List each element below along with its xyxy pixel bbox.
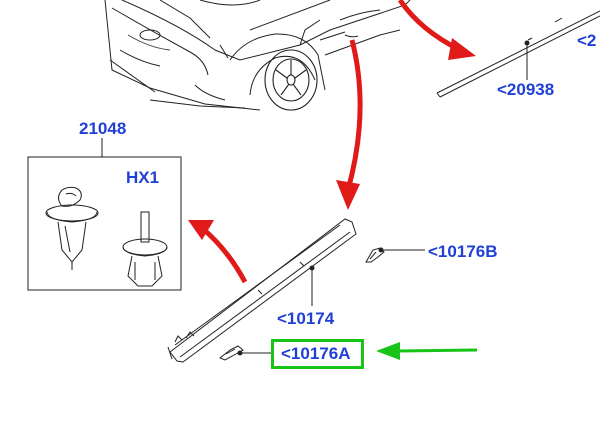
flow-arrow-head-moulding	[448, 38, 476, 60]
label-21048[interactable]: 21048	[79, 119, 127, 138]
label-10174[interactable]: <10174	[277, 309, 335, 328]
sill-panel	[167, 218, 357, 363]
flow-arrow-to-detail	[200, 226, 248, 284]
label-10176b[interactable]: <10176B	[428, 242, 498, 261]
flow-arrow-head-sill	[336, 180, 360, 210]
clip-10176a	[219, 345, 244, 361]
label-edge-partial[interactable]: <2	[577, 31, 597, 50]
fastener-detail-box	[27, 156, 182, 291]
green-pointer-arrow	[376, 342, 478, 360]
highlight-box	[271, 339, 364, 369]
flow-arrow-to-sill	[345, 39, 363, 191]
flow-arrow-to-moulding	[397, 0, 462, 53]
label-hx1[interactable]: HX1	[126, 168, 160, 187]
car-wheel	[264, 49, 318, 111]
moulding-strip	[436, 10, 600, 98]
flow-arrow-head-detail	[188, 220, 214, 240]
label-10176a[interactable]: <10176A	[281, 344, 351, 363]
car-illustration	[104, 0, 411, 111]
push-clip-illustration	[45, 186, 99, 270]
rivet-hx1-illustration	[122, 211, 168, 287]
label-20938[interactable]: <20938	[497, 80, 555, 99]
flow-arrows	[188, 0, 476, 284]
clip-10176b	[365, 247, 385, 263]
